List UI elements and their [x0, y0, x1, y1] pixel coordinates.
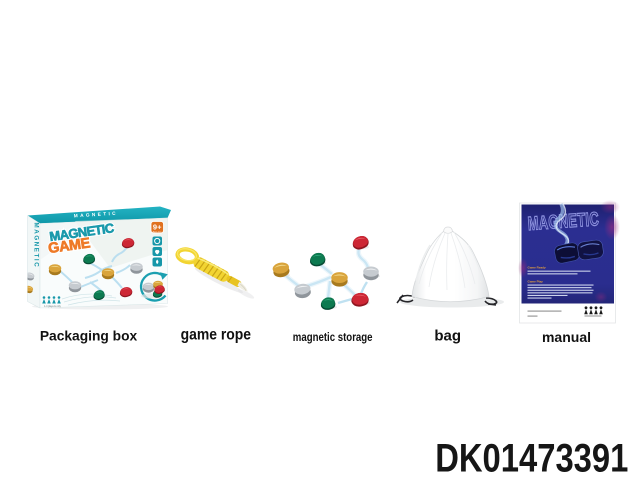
svg-text:Game Ready: Game Ready — [528, 265, 547, 269]
svg-text:9+: 9+ — [153, 223, 162, 232]
svg-text:magnetic storage: magnetic storage — [293, 331, 373, 344]
svg-text:GAME: GAME — [47, 235, 91, 257]
svg-text:Ages 10+: Ages 10+ — [153, 230, 163, 233]
svg-text:game rope: game rope — [181, 327, 251, 344]
svg-text:manual: manual — [542, 329, 591, 345]
svg-text:bag: bag — [434, 328, 461, 345]
svg-text:MAGNETIC: MAGNETIC — [33, 223, 40, 269]
svg-text:GAME: GAME — [47, 235, 91, 257]
svg-text:MAGNETIC: MAGNETIC — [74, 211, 118, 219]
svg-text:Game Play: Game Play — [528, 279, 544, 283]
svg-text:DK01473391: DK01473391 — [435, 436, 628, 480]
svg-text:Packaging box: Packaging box — [40, 329, 138, 344]
svg-text:1-4 players only: 1-4 players only — [44, 305, 62, 308]
